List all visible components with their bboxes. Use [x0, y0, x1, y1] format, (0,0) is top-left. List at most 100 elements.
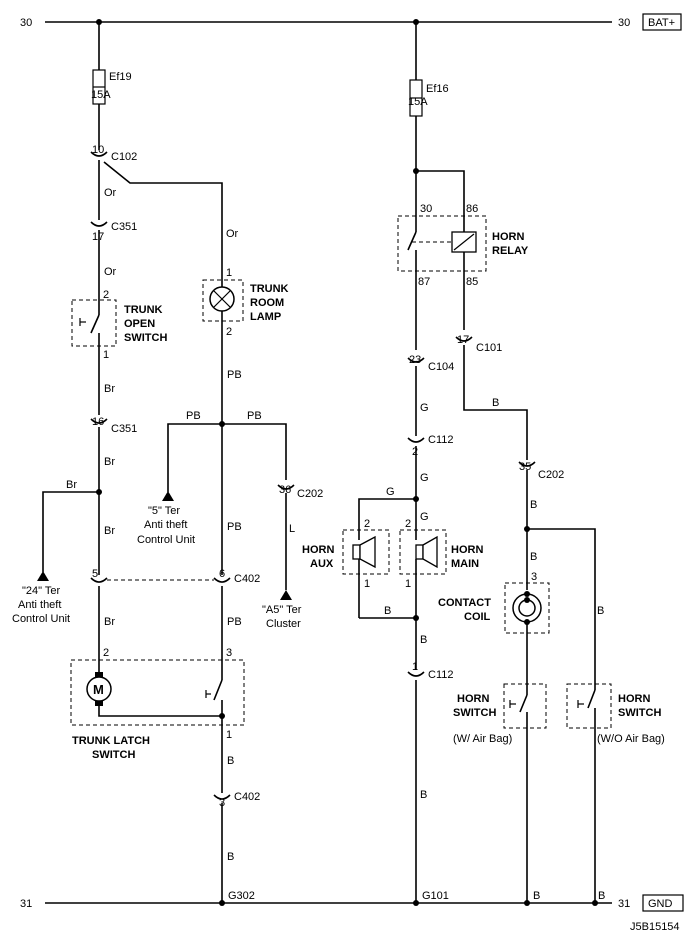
horn-relay-box: [397, 215, 487, 272]
switch-contact-icon: [519, 694, 528, 713]
horn-switch-airbag-label-1: HORN: [457, 693, 489, 705]
trunk-lamp-circuit: 1 2 TRUNK ROOM LAMP PB PB PB "5" Ter Ant…: [137, 267, 323, 668]
horn-aux-pin-bot: 1: [364, 578, 370, 590]
horn-main-pin-top: 2: [405, 518, 411, 530]
wire-color-label: B: [492, 397, 499, 409]
c112a-name: C112: [428, 434, 453, 446]
connector-icon: [213, 794, 231, 800]
connector-icon: [213, 577, 231, 583]
connector-icon: [90, 418, 108, 424]
rail-top-left-label: 30: [20, 17, 32, 29]
horn-main-label-2: MAIN: [451, 558, 479, 570]
wire-color-label: Br: [104, 456, 115, 468]
c112a-pin: 2: [412, 446, 418, 458]
wire-color-label: Br: [104, 383, 115, 395]
wire-color-label: PB: [186, 410, 201, 422]
wire-color-label: B: [420, 634, 427, 646]
c351a-name: C351: [111, 221, 137, 233]
lamp-label-2: ROOM: [250, 297, 284, 309]
ref5-line3: Control Unit: [137, 534, 195, 546]
trunk-room-lamp-box: [202, 279, 244, 322]
connector-icon: [90, 221, 108, 227]
ref24-line3: Control Unit: [12, 613, 70, 625]
connector-icon: [90, 577, 108, 583]
connector-icon: [407, 357, 425, 363]
switch-contact-icon: [213, 679, 223, 701]
c101-name: C101: [476, 342, 502, 354]
connector-icon: [518, 461, 536, 467]
bat-label: BAT+: [648, 17, 675, 29]
connector-icon: [455, 336, 473, 342]
wire-color-label: B: [597, 605, 604, 617]
top-power-rail: 30 30 BAT+: [20, 13, 682, 31]
relay-label-2: RELAY: [492, 245, 529, 257]
horn-switch-airbag-box: [503, 683, 547, 729]
terminal-arrow-icon: [162, 491, 174, 501]
contact-coil-label-1: CONTACT: [438, 597, 491, 609]
wire-color-label: G: [420, 402, 429, 414]
junction-dot: [413, 615, 419, 621]
trunk-latch-box: [70, 659, 245, 726]
rail-top-right-label: 30: [618, 17, 630, 29]
horn-main-box: [399, 529, 447, 575]
c104-pin: 23: [409, 354, 421, 366]
horn-circuit: Ef16 15A 30 86 87 85 HORN RELAY 17 C101 …: [302, 22, 529, 903]
trunk-open-pin-bot: 1: [103, 349, 109, 361]
c202a-name: C202: [297, 488, 323, 500]
wire-color-label: B: [530, 551, 537, 563]
wire-color-label: Or: [104, 266, 117, 278]
relay-label-1: HORN: [492, 231, 524, 243]
horn-switch-noairbag-box: [566, 683, 612, 729]
c202b-pin: 35: [519, 461, 531, 473]
speaker-icon: [415, 544, 424, 560]
horn-switch-noairbag-label-1: HORN: [618, 693, 650, 705]
c402b-pin: 6: [219, 568, 225, 580]
c351b-pin: 16: [92, 416, 104, 428]
wire-color-label: G: [420, 472, 429, 484]
gnd-label: GND: [648, 898, 673, 910]
trunk-latch-switch: 2 3 M TRUNK LATCH SWITCH 1 B 3 C402 B: [70, 647, 260, 903]
relay-p86: 86: [466, 203, 478, 215]
bat-box: [642, 13, 682, 31]
wire-color-label: PB: [227, 521, 242, 533]
ref5-line2: Anti theft: [144, 519, 187, 531]
wire-color-label: B: [384, 605, 391, 617]
ground-g302-label: G302: [228, 890, 255, 902]
horn-switch-circuit: 35 C202 B B B 3 CONTACT COIL HORN SWITCH…: [438, 461, 665, 903]
trunk-open-label-1: TRUNK: [124, 304, 163, 316]
trunk-open-label-2: OPEN: [124, 318, 155, 330]
gnd-box: [642, 894, 684, 912]
wire-color-label: Br: [104, 525, 115, 537]
wire-color-label: G: [420, 511, 429, 523]
wire-color-label: PB: [247, 410, 262, 422]
terminal-arrow-icon: [37, 571, 49, 581]
wire-color-label: Or: [104, 187, 117, 199]
rail-bot-right-label: 31: [618, 898, 630, 910]
c102-pin: 10: [92, 144, 104, 156]
connector-icon: [407, 671, 425, 677]
trunk-open-label-3: SWITCH: [124, 332, 167, 344]
speaker-icon: [352, 544, 361, 560]
trunk-open-circuit: Ef19 15A 10 C102 Or Or 17 C351 Or 2 1 TR…: [12, 22, 239, 668]
horn-aux-pin-top: 2: [364, 518, 370, 530]
latch-pin-out: 1: [226, 729, 232, 741]
relay-contact-icon: [407, 231, 417, 251]
c102-name: C102: [111, 151, 137, 163]
wire-color-label: B: [530, 499, 537, 511]
relay-p30: 30: [420, 203, 432, 215]
motor-letter-icon: M: [93, 682, 104, 697]
connector-icon: [407, 437, 425, 443]
ref5-line1: "5" Ter: [148, 505, 180, 517]
connector-icon: [277, 484, 295, 490]
ground-rail: 31 31 GND G302 G101 B B J5B15154: [20, 890, 684, 933]
latch-pin-sw: 3: [226, 647, 232, 659]
c402c-name: C402: [234, 791, 260, 803]
c101-pin: 17: [457, 334, 469, 346]
c351a-pin: 17: [92, 231, 104, 243]
c104-name: C104: [428, 361, 454, 373]
c402b-name: C402: [234, 573, 260, 585]
relay-p87: 87: [418, 276, 430, 288]
ground-g101-label: G101: [422, 890, 449, 902]
c112b-name: C112: [428, 669, 453, 681]
